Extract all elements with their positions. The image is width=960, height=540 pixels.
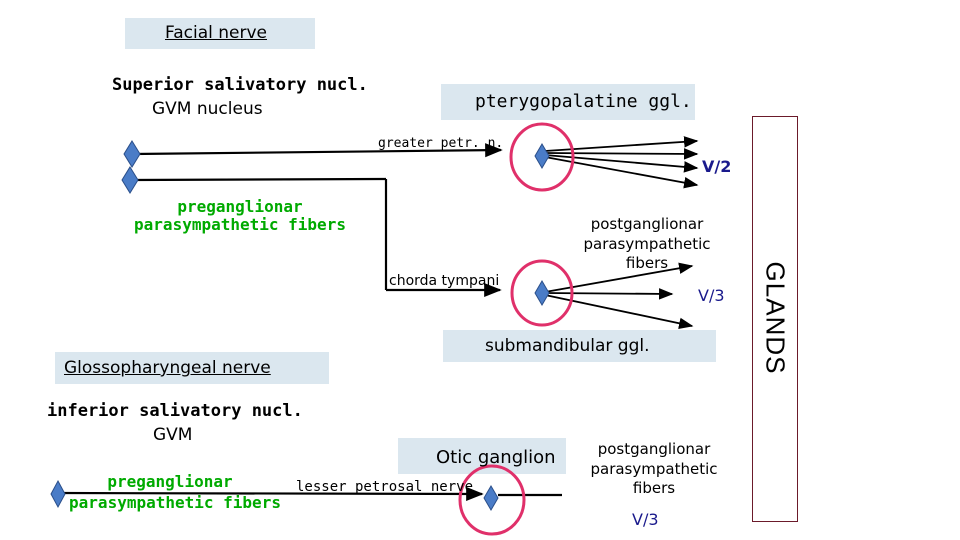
neuron-diamond-superior-2 — [121, 166, 139, 194]
glands-box — [752, 116, 798, 522]
facial-postganglionar-label: postganglionar parasympathetic fibers — [572, 215, 722, 274]
greater-petrosal-label: greater petr. n. — [378, 136, 504, 151]
neuron-diamond-pterygopalatine — [534, 143, 550, 169]
pterygopalatine-label: pterygopalatine ggl. — [475, 91, 692, 112]
facial-postganglionar-line1: postganglionar — [590, 215, 704, 233]
glossopharyngeal-title-box — [55, 352, 329, 384]
gvm-nucleus-label: GVM nucleus — [152, 99, 263, 119]
neuron-diamond-inferior — [50, 479, 66, 509]
pterygopalatine-box — [441, 84, 695, 120]
glosso-gvm-label: GVM — [153, 425, 193, 445]
glosso-postganglionar-label: postganglionar parasympathetic fibers — [578, 440, 730, 499]
facial-preganglionar-label: preganglionar parasympathetic fibers — [125, 197, 355, 235]
pterygopalatine-ganglion-circle — [509, 122, 575, 192]
facial-preganglionar-line1: preganglionar — [177, 197, 303, 216]
glosso-postganglionar-line2: parasympathetic — [590, 459, 718, 478]
v2-label: V/2 — [702, 157, 732, 176]
v2-postganglionic-branches — [544, 136, 699, 189]
neuron-diamond-superior-1 — [123, 140, 141, 168]
glosso-preganglionar-label: preganglionar parasympathetic fibers — [55, 472, 295, 513]
glosso-preganglionar-line2: parasympathetic fibers — [69, 493, 281, 513]
chorda-tympani-label: chorda tympani — [389, 273, 500, 289]
superior-salivatory-label: Superior salivatory nucl. — [112, 75, 368, 95]
facial-nerve-title-box — [125, 18, 315, 49]
greater-petrosal-pathway — [133, 143, 503, 158]
chorda-tympani-pathway — [131, 177, 502, 298]
facial-postganglionar-line2: parasympathetic — [583, 234, 711, 253]
submandibular-box — [443, 330, 716, 362]
neuron-diamond-submandibular — [534, 280, 550, 306]
submandibular-label: submandibular ggl. — [485, 336, 650, 356]
v3-submandibular-branches — [544, 262, 694, 329]
glosso-v3-label: V/3 — [632, 510, 659, 529]
otic-ganglion-circle — [458, 464, 526, 536]
submandibular-ganglion-circle — [510, 259, 574, 327]
glosso-postganglionar-line1: postganglionar — [597, 440, 711, 458]
neuron-diamond-otic — [483, 485, 499, 511]
glossopharyngeal-title: Glossopharyngeal nerve — [64, 358, 271, 378]
facial-postganglionar-line3: fibers — [625, 254, 669, 272]
glosso-postganglionar-line3: fibers — [632, 479, 676, 497]
facial-preganglionar-line2: parasympathetic fibers — [134, 215, 346, 235]
lesser-petrosal-label: lesser petrosal nerve — [296, 479, 474, 495]
lesser-petrosal-pathway — [57, 486, 484, 502]
facial-v3-label: V/3 — [698, 286, 725, 305]
glosso-preganglionar-line1: preganglionar — [107, 472, 233, 491]
inferior-salivatory-label: inferior salivatory nucl. — [47, 401, 303, 421]
otic-ganglion-label: Otic ganglion — [436, 447, 556, 468]
facial-nerve-title: Facial nerve — [165, 23, 267, 43]
